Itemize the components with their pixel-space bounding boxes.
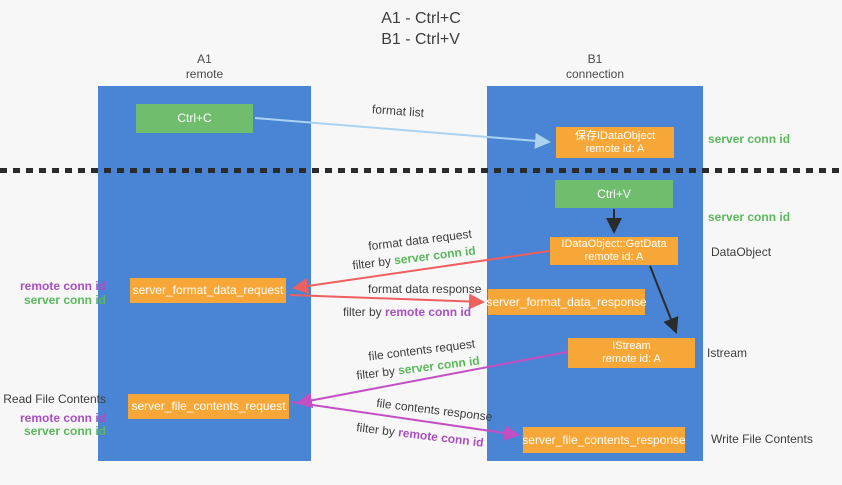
lane-header-a1: A1 remote [98, 52, 311, 82]
arrow-format-data-response [289, 293, 485, 310]
title-line-2: B1 - Ctrl+V [381, 31, 460, 48]
node-format-response-label: server_format_data_response [486, 294, 647, 309]
node-server-file-contents-response: server_file_contents_response [522, 427, 686, 453]
node-ctrl-c-label: Ctrl+C [177, 111, 212, 125]
node-save-idataobject-line2: remote id: A [585, 142, 645, 155]
node-idataobject-getdata: IDataObject::GetData remote id: A [550, 237, 678, 265]
node-ctrl-v: Ctrl+V [555, 180, 673, 208]
node-istream-line1: IStream [612, 340, 651, 352]
node-server-file-contents-request: server_file_contents_request [128, 394, 289, 419]
node-format-request-label: server_format_data_request [132, 283, 284, 297]
lane-a1-name: A1 [197, 52, 212, 66]
label-server-conn-id-right-top: server conn id [708, 132, 791, 146]
node-istream-line2: remote id: A [602, 353, 661, 365]
node-file-request-label: server_file_contents_request [131, 399, 286, 413]
label-server-conn-id-right-mid: server conn id [708, 210, 791, 224]
arrow-format-list [254, 117, 551, 149]
lane-a1-subtitle: remote [185, 67, 224, 81]
label-remote-conn-id-left-top: remote conn id [19, 279, 106, 293]
arrow-file-contents-response [291, 401, 520, 441]
label-format-data-response: format data response [368, 282, 482, 296]
label-server-conn-id-left-top: server conn id [23, 293, 106, 307]
node-save-idataobject: 保存IDataObject remote id: A [556, 127, 674, 158]
label-read-file-contents: Read File Contents [3, 392, 106, 406]
label-filter-by-remote-conn-id-1: filter by remote conn id [343, 305, 472, 319]
lane-header-b1: B1 connection [487, 52, 703, 82]
lane-b1-name: B1 [587, 52, 603, 66]
arrow-format-data-request [292, 250, 550, 294]
session-divider-dotted-line [0, 168, 842, 173]
node-istream: IStream remote id: A [568, 338, 695, 368]
lane-b1-subtitle: connection [565, 67, 625, 81]
label-istream: Istream [707, 346, 748, 360]
label-dataobject: DataObject [711, 245, 772, 259]
node-ctrl-v-label: Ctrl+V [597, 186, 631, 201]
node-file-response-label: server_file_contents_response [522, 432, 686, 447]
arrow-getdata-to-istream [649, 265, 679, 334]
diagram-title: A1 - Ctrl+C B1 - Ctrl+V [0, 8, 842, 50]
label-remote-conn-id-left-bottom: remote conn id [19, 411, 106, 425]
label-server-conn-id-left-bottom: server conn id [23, 424, 106, 438]
node-ctrl-c: Ctrl+C [136, 104, 253, 133]
node-server-format-data-response: server_format_data_response [486, 289, 647, 315]
node-getdata-line1: IDataObject::GetData [561, 238, 667, 250]
node-server-format-data-request: server_format_data_request [130, 278, 286, 303]
arrow-file-contents-request [296, 351, 568, 409]
node-save-idataobject-line1: 保存IDataObject [574, 129, 656, 142]
label-write-file-contents: Write File Contents [711, 432, 813, 446]
title-line-1: A1 - Ctrl+C [381, 10, 461, 27]
node-getdata-line2: remote id: A [584, 251, 644, 263]
